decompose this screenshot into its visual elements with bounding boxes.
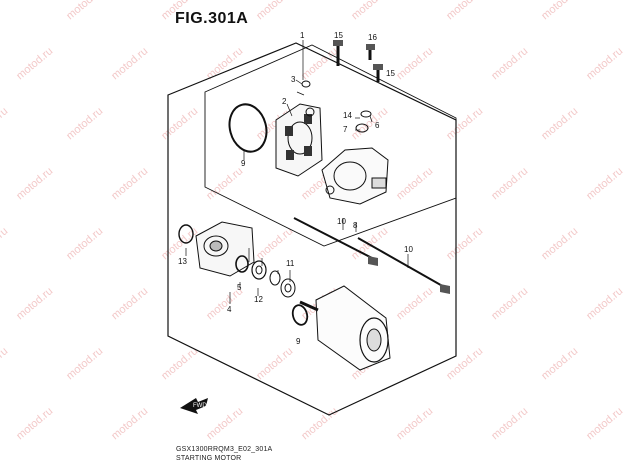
motor-bracket-part [178,221,255,277]
watermark-text: motod.ru [394,165,435,202]
watermark-text: motod.ru [394,405,435,442]
callout-2: 2 [282,97,287,106]
watermark-text: motod.ru [109,285,150,322]
callout-1: 1 [300,31,305,40]
callout-10-left: 10 [337,217,346,226]
watermark-text: motod.ru [204,405,245,442]
callout-10-right: 10 [404,245,413,254]
watermark-text: motod.ru [584,45,625,82]
inner-frame [204,44,457,247]
watermark-text: motod.ru [254,0,295,22]
watermark-text: motod.ru [539,0,580,22]
drawing-code: GSX1300RRQM3_E02_301A [176,446,273,453]
callout-7: 7 [343,125,348,134]
callout-5: 5 [237,283,242,292]
callout-8: 8 [353,221,358,230]
outer-frame [167,42,457,416]
leader-lines [185,40,409,304]
callout-15-left: 15 [334,31,343,40]
watermark-text: motod.ru [0,345,10,382]
front-direction-arrow-icon: FWD [180,398,208,414]
callout-13: 13 [178,257,187,266]
callout-labels: 1 2 3 4 5 6 7 8 9 9 10 10 11 12 13 14 15… [178,31,413,346]
watermark-text: motod.ru [539,105,580,142]
watermark-text: motod.ru [489,285,530,322]
callout-15-right: 15 [386,69,395,78]
watermark-text: motod.ru [14,405,55,442]
callout-6: 6 [375,121,380,130]
watermark-text: motod.ru [394,285,435,322]
watermark-text: motod.ru [584,285,625,322]
watermark-text: motod.ru [64,345,105,382]
end-cover-part [321,147,389,205]
drawing-name: STARTING MOTOR [176,455,242,462]
o-ring-upper [228,103,268,153]
watermark-text: motod.ru [64,225,105,262]
watermark-text: motod.ru [489,165,530,202]
watermark-text: motod.ru [14,165,55,202]
watermark-text: motod.ru [489,405,530,442]
watermark-text: motod.ru [489,45,530,82]
fwd-label: FWD [193,403,207,409]
callout-11-right: 11 [286,259,295,268]
watermark-text: motod.ru [109,405,150,442]
watermark-text: motod.ru [159,105,200,142]
watermark-text: motod.ru [444,345,485,382]
watermark-text: motod.ru [159,345,200,382]
motor-yoke-part [299,285,391,371]
figure-title: FIG.301A [175,10,249,27]
callout-9-lower: 9 [296,337,301,346]
watermark-text: motod.ru [444,105,485,142]
seals-and-washers [235,255,296,298]
callout-12: 12 [254,295,263,304]
watermark-text: motod.ru [0,105,10,142]
callout-14: 14 [343,111,352,120]
watermark-text: motod.ru [0,0,10,22]
watermark-text: motod.ru [109,165,150,202]
terminal-bolts [301,40,383,133]
watermark-text: motod.ru [349,105,390,142]
callout-16: 16 [368,33,377,42]
callout-3: 3 [291,75,296,84]
watermark-text: motod.ru [584,165,625,202]
watermark-text: motod.ru [444,0,485,22]
o-ring-lower [291,304,309,326]
watermark-text: motod.ru [14,285,55,322]
watermark-text: motod.ru [349,0,390,22]
watermark-text: motod.ru [0,225,10,262]
watermark-text: motod.ru [299,45,340,82]
watermark-text: motod.ru [64,105,105,142]
through-bolts [293,217,450,294]
watermark-text: motod.ru [254,345,295,382]
watermark-text: motod.ru [539,225,580,262]
watermark-text: motod.ru [254,225,295,262]
watermark-text: motod.ru [539,345,580,382]
watermark-text: motod.ru [109,45,150,82]
watermark-layer: motod.rumotod.rumotod.rumotod.rumotod.ru… [0,0,625,442]
callout-9-upper: 9 [241,159,246,168]
brush-holder-part [275,103,323,177]
watermark-text: motod.ru [64,0,105,22]
watermark-text: motod.ru [584,405,625,442]
callout-4: 4 [227,305,232,314]
watermark-text: motod.ru [14,45,55,82]
watermark-text: motod.ru [444,225,485,262]
watermark-text: motod.ru [394,45,435,82]
